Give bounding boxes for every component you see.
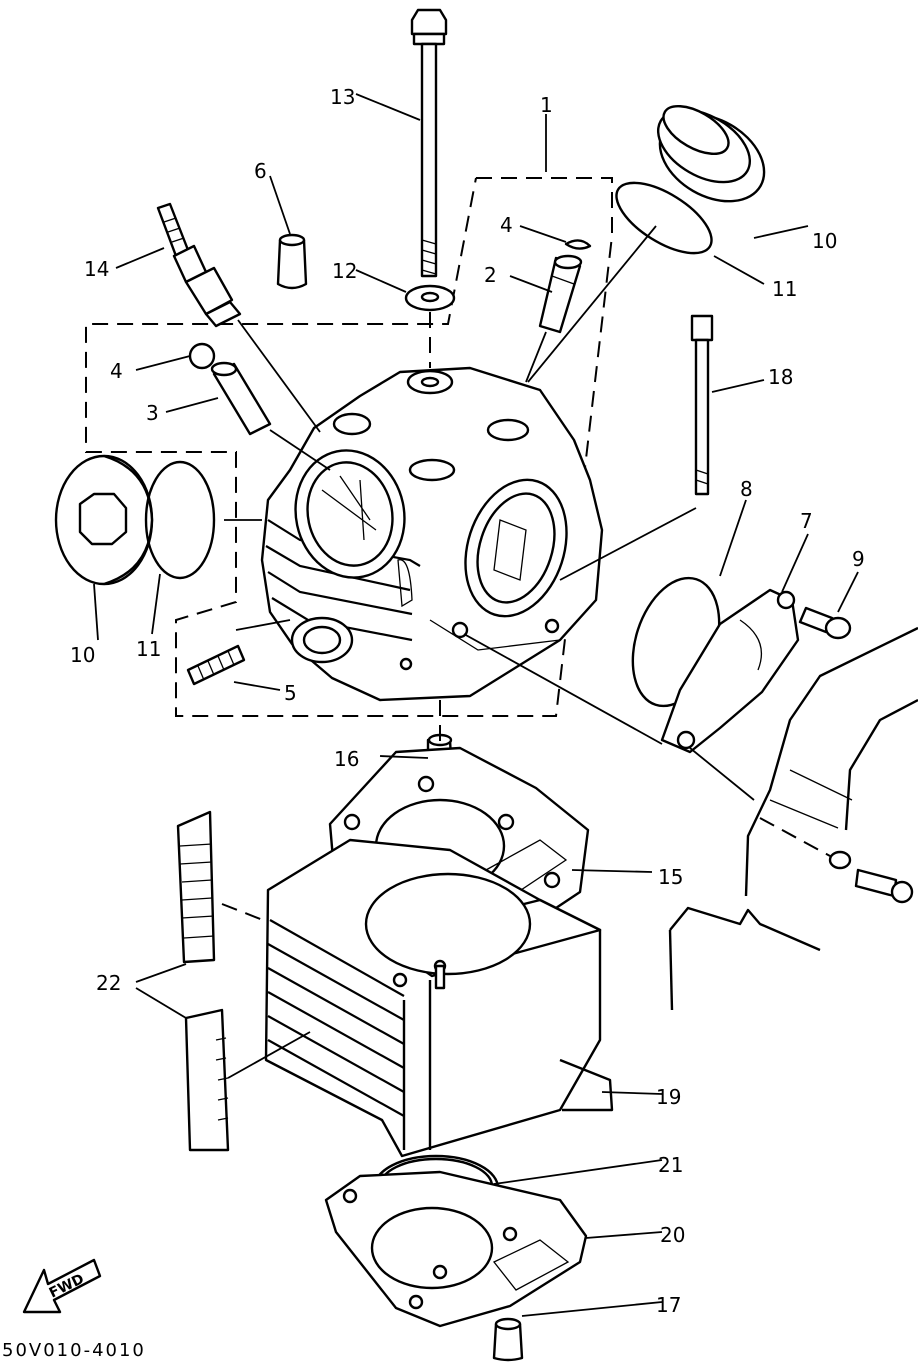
- part-12-washer: [404, 284, 456, 312]
- part-19-cylinder: [264, 838, 614, 1158]
- part-17-dowel-pin: [492, 1317, 524, 1362]
- part-14-spark-plug: [156, 202, 242, 328]
- callout-3: 3: [146, 401, 159, 425]
- part-11-o-ring-right: [615, 181, 713, 255]
- callout-8: 8: [740, 477, 753, 501]
- callout-15: 15: [658, 865, 683, 889]
- part-3-valve-guide: [210, 361, 272, 436]
- part-7-side-cover: [660, 588, 800, 754]
- part-9-bolt: [798, 606, 852, 640]
- callout-17: 17: [656, 1293, 681, 1317]
- fwd-direction-arrow: FWD: [22, 1258, 102, 1314]
- callout-11-left: 11: [136, 637, 161, 661]
- crankcase-partial: [668, 626, 918, 1011]
- callout-19: 19: [656, 1085, 681, 1109]
- callout-2: 2: [484, 263, 497, 287]
- callout-20: 20: [660, 1223, 685, 1247]
- part-10-tappet-cover-left: [54, 454, 154, 586]
- callout-11-right: 11: [772, 277, 797, 301]
- callout-22: 22: [96, 971, 121, 995]
- part-22-chain-guide-lower: [184, 1008, 230, 1152]
- part-22-chain-guide-upper: [176, 810, 216, 964]
- part-13-head-bolt: [410, 8, 448, 278]
- cylinder-head-assembly-boundary: [85, 177, 613, 717]
- callout-9: 9: [852, 547, 865, 571]
- callout-6: 6: [254, 159, 267, 183]
- callout-21: 21: [658, 1153, 683, 1177]
- callout-10-left: 10: [70, 643, 95, 667]
- part-2-valve-guide: [538, 254, 583, 334]
- callout-7: 7: [800, 509, 813, 533]
- callout-4-left: 4: [110, 359, 123, 383]
- part-10-tappet-cover-right: [656, 104, 766, 203]
- callout-14: 14: [84, 257, 109, 281]
- callout-18: 18: [768, 365, 793, 389]
- part-5-stud-bolt: [186, 644, 246, 686]
- part-4-circlip-left: [188, 342, 216, 370]
- part-18-bolt: [690, 314, 714, 496]
- part-11-o-ring-left: [144, 460, 216, 580]
- callout-10-right: 10: [812, 229, 837, 253]
- part-6-dowel-pin: [276, 233, 308, 290]
- drawing-code: 50V010-4010: [2, 1340, 146, 1361]
- part-20-base-gasket: [324, 1170, 588, 1328]
- leader-lines: [93, 93, 859, 1317]
- callout-13: 13: [330, 85, 355, 109]
- callout-16: 16: [334, 747, 359, 771]
- callout-4-upper: 4: [500, 213, 513, 237]
- callout-12: 12: [332, 259, 357, 283]
- part-4-valve-cotter-upper: [564, 239, 592, 250]
- callout-labels: 13 1 6 4 2 12 14 10 11 4 3 18 8 7 9 10 1…: [70, 85, 865, 1317]
- callout-1: 1: [540, 93, 553, 117]
- callout-5: 5: [284, 681, 297, 705]
- part-1-cylinder-head: [260, 366, 604, 702]
